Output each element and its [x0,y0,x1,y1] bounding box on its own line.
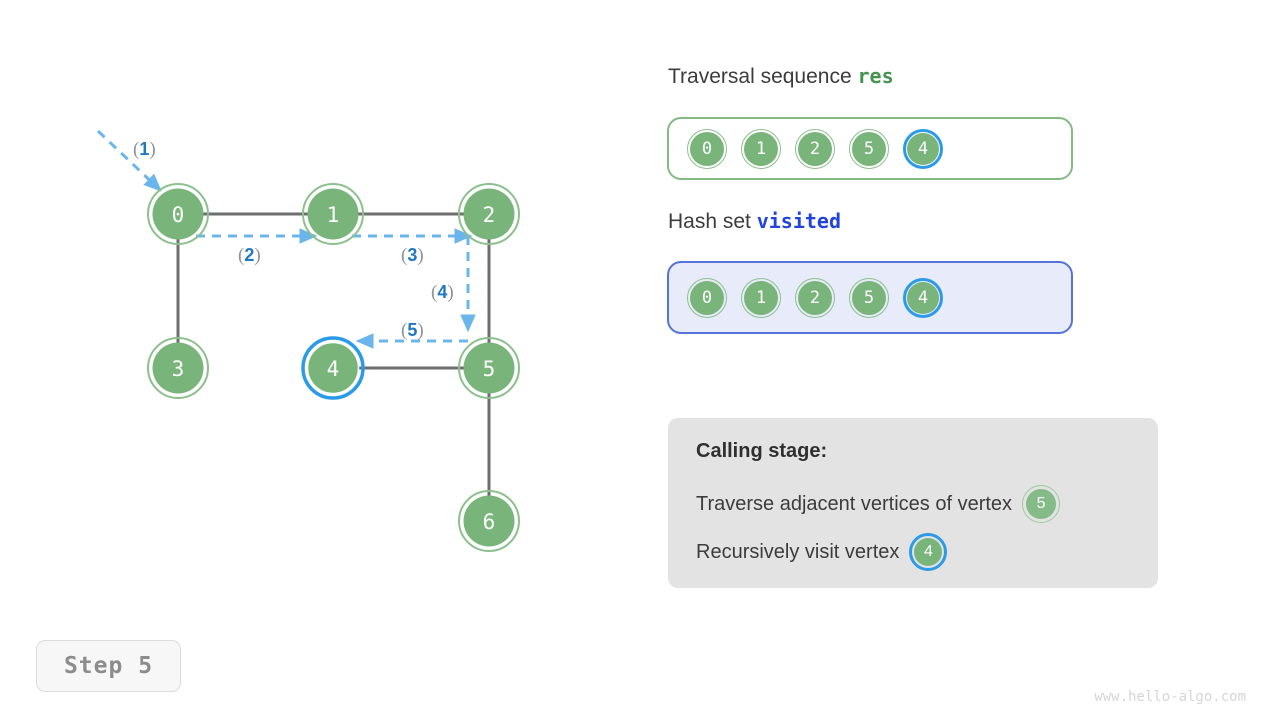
res-chip-4[interactable]: 4 [903,128,943,169]
visited-chip-2-label: 2 [798,280,832,315]
graph-diagram: (1) (2) (3) (4) (5) 0 [96,129,520,552]
visited-chip-2-ring [795,277,835,318]
graph-node-0[interactable]: 0 [147,183,209,245]
graph-node-3[interactable]: 3 [147,337,209,399]
calling-stage-line-0: Traverse adjacent vertices of vertex 5 [696,485,1132,523]
graph-node-5-label: 5 [483,357,496,381]
visited-chip-1[interactable]: 1 [741,277,781,318]
visited-chip-4-ring [903,277,943,318]
graph-panel: (1) (2) (3) (4) (5) 0 [96,129,520,552]
graph-node-6[interactable]: 6 [458,490,520,552]
step-badge: Step 5 [36,640,181,692]
graph-node-5[interactable]: 5 [458,337,520,399]
visited-chip-2[interactable]: 2 [795,277,835,318]
calling-stage-line-0-chip-ring [1022,485,1061,523]
res-chip-2[interactable]: 2 [795,128,835,169]
traversal-arrows [96,129,476,349]
visited-chip-3-ring [849,277,889,318]
res-chip-1-ring [741,128,781,169]
graph-node-2-label: 2 [483,203,496,227]
res-chip-2-label: 2 [798,131,832,166]
calling-stage-line-1-chip-ring [909,533,948,571]
res-chip-0-label: 0 [690,131,724,166]
res-chip-1[interactable]: 1 [741,128,781,169]
traversal-label-2: (2) [238,245,261,266]
res-chip-3-label: 5 [852,131,886,166]
graph-node-0-label: 0 [172,203,185,227]
traversal-label-4: (4) [431,282,454,303]
right-panel: Traversal sequence res 0 1 2 5 4 Hash se… [640,0,1280,720]
graph-node-1[interactable]: 1 [302,183,364,245]
visited-chip-4[interactable]: 4 [903,277,943,318]
traversal-label-3: (3) [401,245,424,266]
calling-stage-card: Calling stage: Traverse adjacent vertice… [668,418,1158,588]
graph-node-6-label: 6 [483,510,496,534]
visited-heading-prefix: Hash set [668,210,751,233]
res-chip-2-ring [795,128,835,169]
calling-stage-line-0-chip-label: 5 [1026,489,1057,519]
res-chip-1-label: 1 [744,131,778,166]
res-chip-3-ring [849,128,889,169]
visited-chip-0-label: 0 [690,280,724,315]
traversal-arrow-1 [96,129,162,192]
res-chip-4-ring [903,128,943,169]
visited-chip-1-ring [741,277,781,318]
visited-chip-1-label: 1 [744,280,778,315]
res-chip-0-ring [687,128,727,169]
visited-heading-code: visited [756,209,842,233]
res-heading-code: res [857,64,894,88]
graph-node-1-label: 1 [327,203,340,227]
calling-stage-line-0-text: Traverse adjacent vertices of vertex [696,492,1013,515]
graph-node-4[interactable]: 4 [301,336,365,400]
graph-node-3-label: 3 [172,357,185,381]
res-box: 0 1 2 5 4 [667,117,1073,180]
visited-heading: Hash set visited [668,209,841,234]
traversal-label-1: (1) [133,139,156,160]
calling-stage-line-0-chip: 5 [1022,485,1061,523]
visited-chip-3[interactable]: 5 [849,277,889,318]
visited-chip-4-label: 4 [907,281,939,314]
res-chip-3[interactable]: 5 [849,128,889,169]
calling-stage-line-1-chip-label: 4 [914,538,943,566]
calling-stage-line-1: Recursively visit vertex 4 [696,533,1132,571]
visited-chip-0[interactable]: 0 [687,277,727,318]
graph-nodes: 0 1 2 3 4 [147,183,520,552]
calling-stage-title: Calling stage: [696,440,828,462]
graph-node-4-label: 4 [327,357,340,381]
graph-node-2[interactable]: 2 [458,183,520,245]
res-chip-0[interactable]: 0 [687,128,727,169]
visited-box: 0 1 2 5 4 [667,261,1073,334]
calling-stage-line-1-chip: 4 [909,533,948,571]
visited-chip-3-label: 5 [852,280,886,315]
traversal-arrow-labels: (1) (2) (3) (4) (5) [133,139,454,341]
calling-stage-line-1-text: Recursively visit vertex [696,540,900,563]
res-heading: Traversal sequence res [668,64,894,89]
traversal-label-5: (5) [401,320,424,341]
res-heading-prefix: Traversal sequence [668,65,852,88]
visited-chip-0-ring [687,277,727,318]
watermark: www.hello-algo.com [1094,689,1246,705]
res-chip-4-label: 4 [907,132,939,165]
